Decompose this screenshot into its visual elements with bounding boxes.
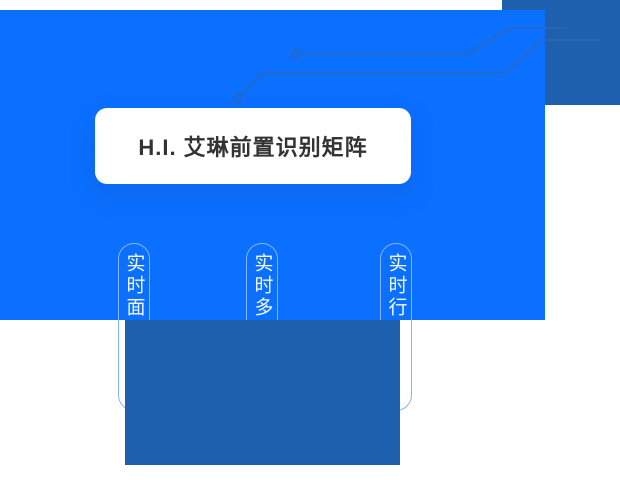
feature-pill-label: 实时面 xyxy=(123,253,145,319)
decor-dark-panel-bottom xyxy=(125,320,400,465)
title-card: H.I. 艾琳前置识别矩阵 xyxy=(95,108,411,184)
feature-pill-label: 实时行 xyxy=(385,253,407,319)
feature-pill-label: 实时多 xyxy=(251,253,273,319)
page-title: H.I. 艾琳前置识别矩阵 xyxy=(138,135,368,160)
